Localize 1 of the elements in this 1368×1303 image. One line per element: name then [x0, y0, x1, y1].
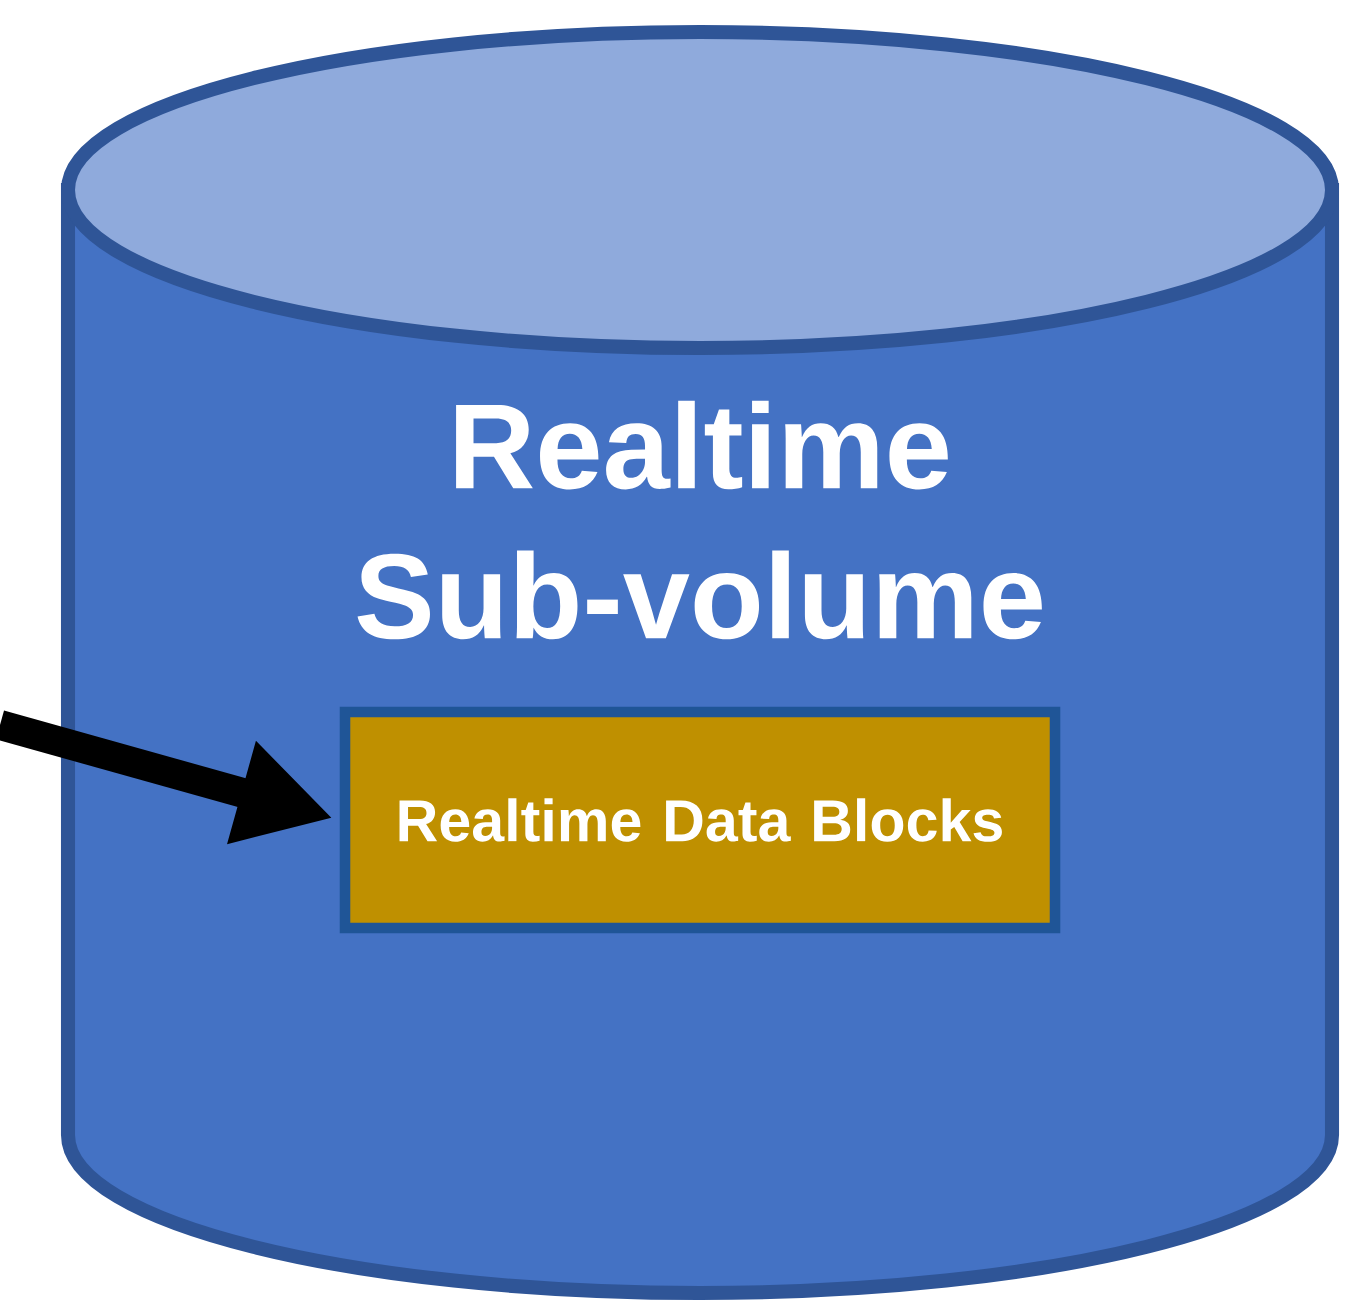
data-box: Realtime Data Blocks	[339, 706, 1061, 934]
